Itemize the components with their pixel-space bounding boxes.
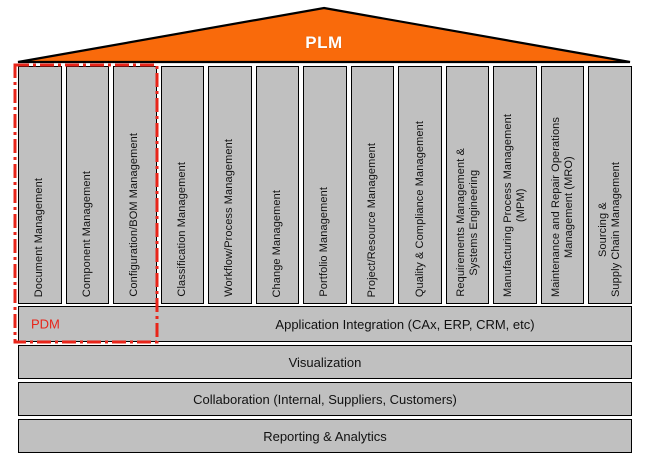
pillar-label-wrap: Component Management (67, 67, 109, 297)
pillar-row: Document Management Component Management… (18, 66, 632, 304)
pillar-label: Maintenance and Repair Operations Manage… (549, 116, 575, 297)
pillar-label-wrap: Configuration/BOM Management (114, 67, 156, 297)
pillar-label: Component Management (80, 170, 93, 297)
pillar-label: Document Management (33, 177, 46, 297)
pillar-workflow-process-management[interactable]: Workflow/Process Management (208, 66, 252, 304)
roof-triangle-shape (17, 6, 631, 64)
pillar-label-wrap: Portfolio Management (304, 67, 346, 297)
pillar-project-resource-management[interactable]: Project/Resource Management (350, 66, 395, 304)
pillar-label: Project/Resource Management (365, 142, 378, 297)
pillar-label: Change Management (270, 189, 283, 298)
pillar-portfolio-management[interactable]: Portfolio Management (303, 66, 347, 304)
pillar-label: Manufacturing Process Management (MPM) (502, 114, 528, 297)
pillar-requirements-management-systems-engineering[interactable]: Requirements Management & Systems Engine… (445, 66, 490, 304)
band-visualization[interactable]: Visualization (18, 345, 632, 379)
plm-roof-label: PLM (305, 33, 343, 52)
pillar-label-wrap: Manufacturing Process Management (MPM) (494, 67, 536, 297)
pillar-label: Sourcing & Supply Chain Management (597, 162, 623, 297)
band-label: Reporting & Analytics (263, 428, 387, 444)
pillar-label: Classification Management (175, 162, 188, 297)
pillar-classification-management[interactable]: Classification Management (160, 66, 205, 304)
pillar-quality-compliance-management[interactable]: Quality & Compliance Management (398, 66, 442, 304)
pillar-label-wrap: Sourcing & Supply Chain Management (589, 67, 631, 297)
pillar-label-wrap: Document Management (19, 67, 61, 297)
pillar-document-management[interactable]: Document Management (18, 66, 62, 304)
pillar-label-wrap: Requirements Management & Systems Engine… (447, 67, 489, 297)
pillar-maintenance-repair-operations-management[interactable]: Maintenance and Repair Operations Manage… (540, 66, 585, 304)
band-label: Visualization (288, 354, 362, 370)
band-label: Application Integration (CAx, ERP, CRM, … (275, 316, 535, 332)
plm-roof: PLM (16, 6, 632, 64)
pillar-label: Requirements Management & Systems Engine… (454, 148, 480, 297)
pillar-label-wrap: Change Management (257, 67, 299, 298)
pillar-label: Workflow/Process Management (223, 139, 236, 297)
band-application-integration[interactable]: PDM Application Integration (CAx, ERP, C… (18, 306, 632, 342)
pillar-label: Configuration/BOM Management (128, 133, 141, 297)
pillar-label-wrap: Project/Resource Management (352, 67, 394, 297)
pillar-label-wrap: Quality & Compliance Management (399, 67, 441, 297)
pillar-component-management[interactable]: Component Management (65, 66, 110, 304)
pillar-change-management[interactable]: Change Management (255, 66, 300, 304)
band-collaboration[interactable]: Collaboration (Internal, Suppliers, Cust… (18, 382, 632, 416)
pillar-configuration-bom-management[interactable]: Configuration/BOM Management (113, 66, 157, 304)
pillar-label: Quality & Compliance Management (413, 120, 426, 297)
pillar-label-wrap: Workflow/Process Management (209, 67, 251, 297)
pillar-label: Portfolio Management (318, 187, 331, 297)
pillar-label-wrap: Classification Management (162, 67, 204, 297)
pillar-sourcing-supply-chain-management[interactable]: Sourcing & Supply Chain Management (588, 66, 632, 304)
pdm-label: PDM (31, 316, 60, 332)
pillar-label-wrap: Maintenance and Repair Operations Manage… (542, 67, 584, 297)
pillar-manufacturing-process-management[interactable]: Manufacturing Process Management (MPM) (493, 66, 537, 304)
band-label: Collaboration (Internal, Suppliers, Cust… (193, 391, 457, 407)
band-reporting-analytics[interactable]: Reporting & Analytics (18, 419, 632, 453)
